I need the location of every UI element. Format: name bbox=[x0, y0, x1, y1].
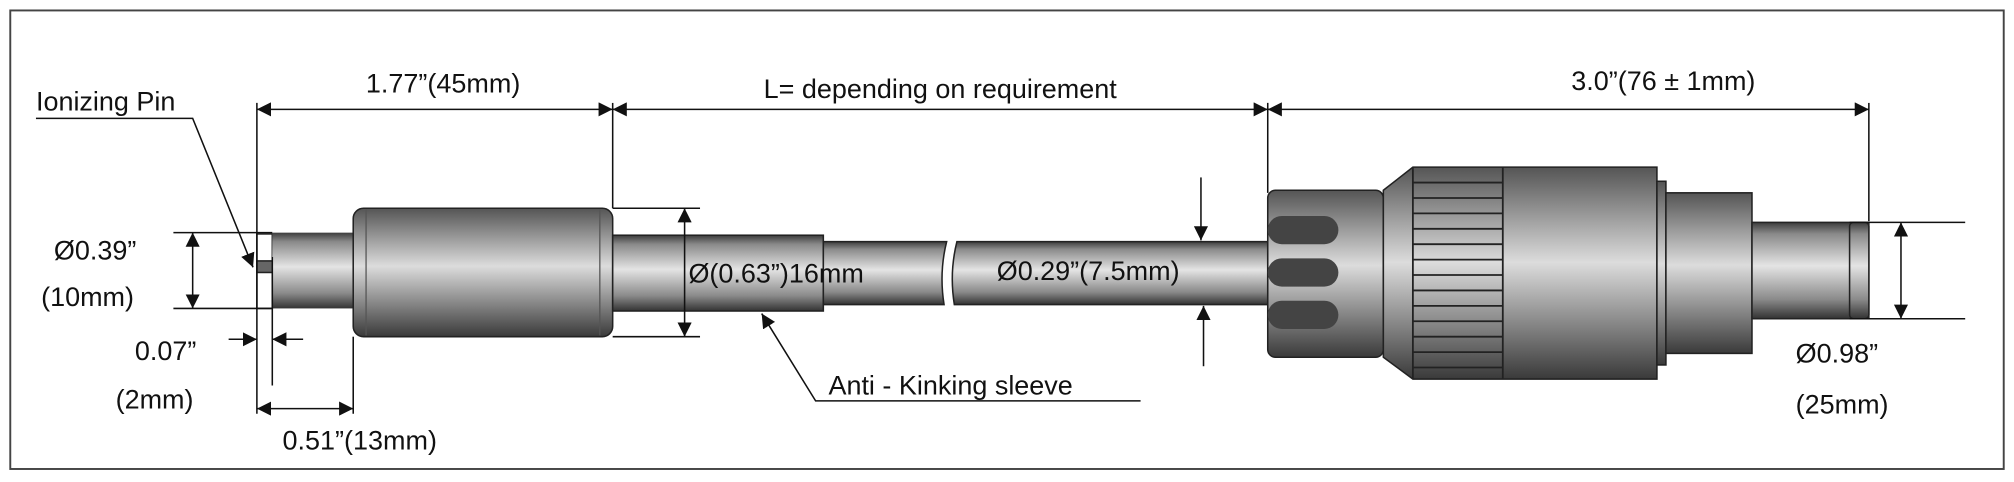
dimension-arrows bbox=[35, 102, 1909, 416]
cable-diameter-label: Ø0.29”(7.5mm) bbox=[997, 256, 1180, 286]
pin-diameter-mm-label: (10mm) bbox=[41, 282, 134, 312]
anti-kinking-sleeve bbox=[611, 234, 825, 312]
sleeve-diameter-label: Ø(0.63”)16mm bbox=[688, 259, 863, 289]
ionizer-tip bbox=[256, 207, 614, 338]
ionizing-pin-label: Ionizing Pin bbox=[36, 87, 175, 117]
pin-length-in-label: 0.07” bbox=[135, 336, 196, 366]
cable-length-label: L= depending on requirement bbox=[764, 74, 1118, 104]
tip-front-length-label: 0.51”(13mm) bbox=[283, 426, 437, 456]
connector-diameter-mm-label: (25mm) bbox=[1796, 390, 1889, 420]
anti-kinking-sleeve-label: Anti - Kinking sleeve bbox=[828, 370, 1072, 400]
connector bbox=[1266, 166, 1870, 380]
cable bbox=[822, 240, 1269, 306]
connector-diameter-in-label: Ø0.98” bbox=[1796, 338, 1878, 368]
connector-length-label: 3.0”(76 ± 1mm) bbox=[1571, 66, 1755, 96]
pin-diameter-in-label: Ø0.39” bbox=[54, 236, 136, 266]
pin-length-mm-label: (2mm) bbox=[116, 385, 194, 415]
tip-length-label: 1.77”(45mm) bbox=[366, 69, 520, 99]
